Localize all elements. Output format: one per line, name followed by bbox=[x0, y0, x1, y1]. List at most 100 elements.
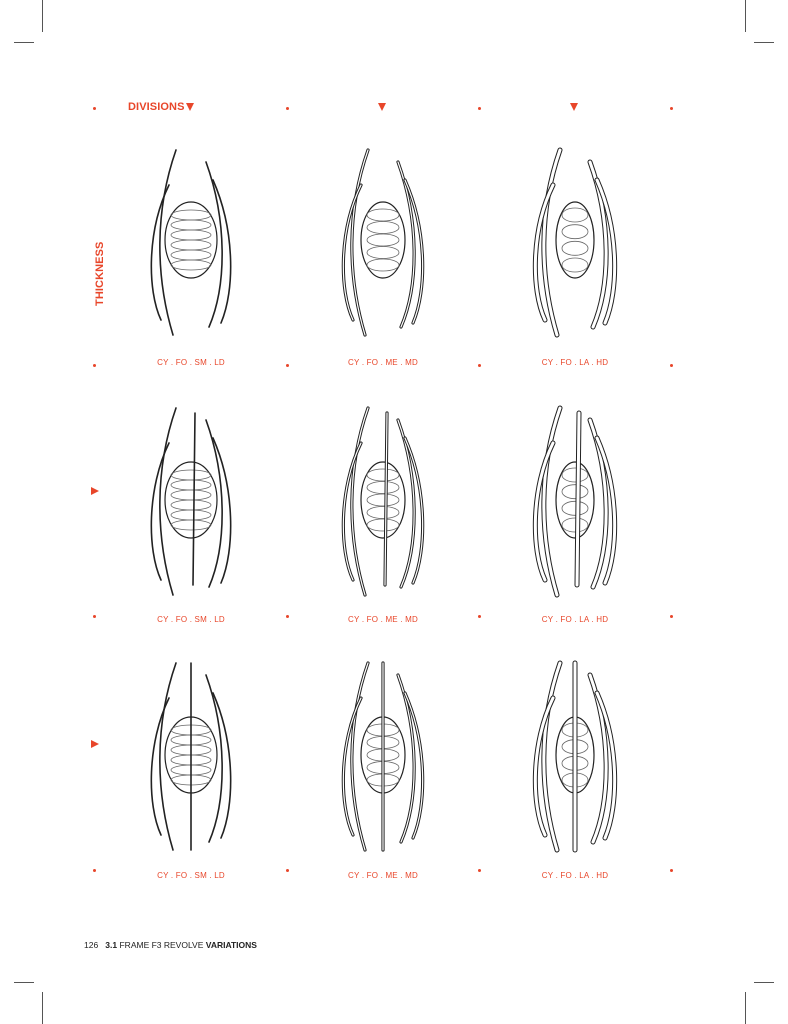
ring-division bbox=[366, 233, 400, 247]
frame-rod bbox=[212, 692, 232, 839]
grid-dot bbox=[670, 364, 673, 367]
ring-division bbox=[170, 209, 212, 221]
ring-division bbox=[561, 257, 589, 273]
ring-division bbox=[366, 506, 400, 519]
frame-rod-fill bbox=[404, 179, 424, 324]
frame-variation-drawing bbox=[150, 662, 232, 851]
crop-mark bbox=[754, 42, 774, 43]
crop-mark bbox=[14, 982, 34, 983]
section-subtitle: VARIATIONS bbox=[205, 940, 257, 950]
grid-dot bbox=[478, 107, 481, 110]
frame-rod-fill bbox=[533, 441, 555, 582]
grid-dot bbox=[478, 364, 481, 367]
ring-division bbox=[561, 224, 589, 240]
row-arrow-icon bbox=[91, 487, 99, 495]
frame-rod-fill bbox=[397, 161, 415, 328]
thickness-label: THICKNESS bbox=[94, 241, 106, 306]
ring-division bbox=[366, 221, 400, 234]
frame-rod-fill bbox=[533, 696, 555, 837]
frame-rod bbox=[205, 674, 223, 843]
grid-dot bbox=[670, 869, 673, 872]
row-arrow-icon bbox=[91, 740, 99, 748]
grid-dot bbox=[670, 107, 673, 110]
frame-rod-fill bbox=[542, 148, 562, 337]
frame-rod bbox=[159, 407, 177, 596]
frame-rod bbox=[150, 697, 170, 836]
centre-rod bbox=[192, 412, 196, 586]
frame-rod bbox=[159, 662, 177, 851]
ring-division bbox=[170, 219, 212, 231]
ring-division bbox=[170, 229, 212, 241]
frame-rod bbox=[159, 149, 177, 336]
frame-rod-fill bbox=[595, 436, 617, 585]
column-arrow-icon bbox=[378, 103, 386, 111]
grid-dot bbox=[478, 615, 481, 618]
frame-rod-fill bbox=[595, 691, 617, 840]
frame-rod-fill bbox=[595, 178, 617, 325]
ring-division bbox=[561, 240, 589, 256]
body-outline bbox=[555, 461, 595, 539]
frame-rod bbox=[150, 184, 170, 321]
body-outline bbox=[360, 201, 406, 279]
thickness-heading: THICKNESS bbox=[94, 242, 106, 306]
grid-dot bbox=[670, 615, 673, 618]
ring-division bbox=[366, 518, 400, 532]
crop-mark bbox=[14, 42, 34, 43]
ring-division bbox=[170, 489, 212, 501]
frame-rod-fill bbox=[404, 437, 424, 584]
frame-rod-fill bbox=[351, 662, 369, 851]
crop-mark bbox=[745, 0, 746, 32]
figure-caption: CY . FO . LA . HD bbox=[541, 615, 609, 624]
frame-variation-drawing bbox=[532, 405, 618, 598]
frame-rod-fill bbox=[397, 674, 415, 843]
page-footer: 126 3.1 FRAME F3 REVOLVE VARIATIONS bbox=[84, 940, 257, 950]
ring-division bbox=[561, 500, 589, 516]
frame-rod-fill bbox=[542, 406, 562, 597]
frame-variation-drawing bbox=[341, 406, 425, 597]
grid-dot bbox=[93, 107, 96, 110]
frame-variation-drawing bbox=[150, 149, 232, 336]
frame-rod-fill bbox=[342, 697, 362, 836]
ring-division bbox=[366, 493, 400, 507]
figure-caption: CY . FO . LA . HD bbox=[541, 871, 609, 880]
body-outline bbox=[164, 201, 218, 279]
figure-caption: CY . FO . SM . LD bbox=[157, 615, 225, 624]
grid-dot bbox=[286, 364, 289, 367]
ring-division bbox=[170, 519, 212, 531]
ring-division bbox=[561, 484, 589, 500]
frame-variation-drawing bbox=[150, 407, 232, 596]
frame-rod bbox=[150, 442, 170, 581]
frame-rod bbox=[205, 419, 223, 588]
divisions-heading: DIVISIONS bbox=[128, 101, 185, 113]
ring-division bbox=[170, 249, 212, 261]
crop-mark bbox=[42, 992, 43, 1024]
figure-caption: CY . FO . LA . HD bbox=[541, 358, 609, 367]
grid-dot bbox=[286, 107, 289, 110]
frame-variation-drawing bbox=[532, 660, 618, 853]
frame-variation-drawing bbox=[341, 661, 425, 852]
centre-rod-fill bbox=[384, 412, 388, 586]
crop-mark bbox=[745, 992, 746, 1024]
page-number: 126 bbox=[84, 940, 99, 950]
frame-rod-fill bbox=[351, 407, 369, 596]
frame-rod-fill bbox=[342, 184, 362, 321]
section-number: 3.1 bbox=[105, 940, 118, 950]
frame-rod-fill bbox=[351, 149, 369, 336]
grid-dot bbox=[478, 869, 481, 872]
figure-caption: CY . FO . SM . LD bbox=[157, 871, 225, 880]
ring-division bbox=[561, 517, 589, 533]
frame-rod-fill bbox=[404, 692, 424, 839]
frame-variation-drawing bbox=[341, 148, 425, 337]
divisions-label: DIVISIONS bbox=[128, 101, 185, 113]
ring-division bbox=[366, 481, 400, 494]
divisions-arrow-icon bbox=[186, 103, 194, 111]
ring-division bbox=[366, 246, 400, 259]
grid-dot bbox=[93, 869, 96, 872]
ring-division bbox=[170, 499, 212, 511]
ring-division bbox=[170, 469, 212, 481]
ring-division bbox=[170, 509, 212, 521]
figure-caption: CY . FO . ME . MD bbox=[348, 358, 418, 367]
ring-division bbox=[366, 258, 400, 272]
frame-rod-fill bbox=[533, 183, 555, 322]
body-outline bbox=[164, 461, 218, 539]
